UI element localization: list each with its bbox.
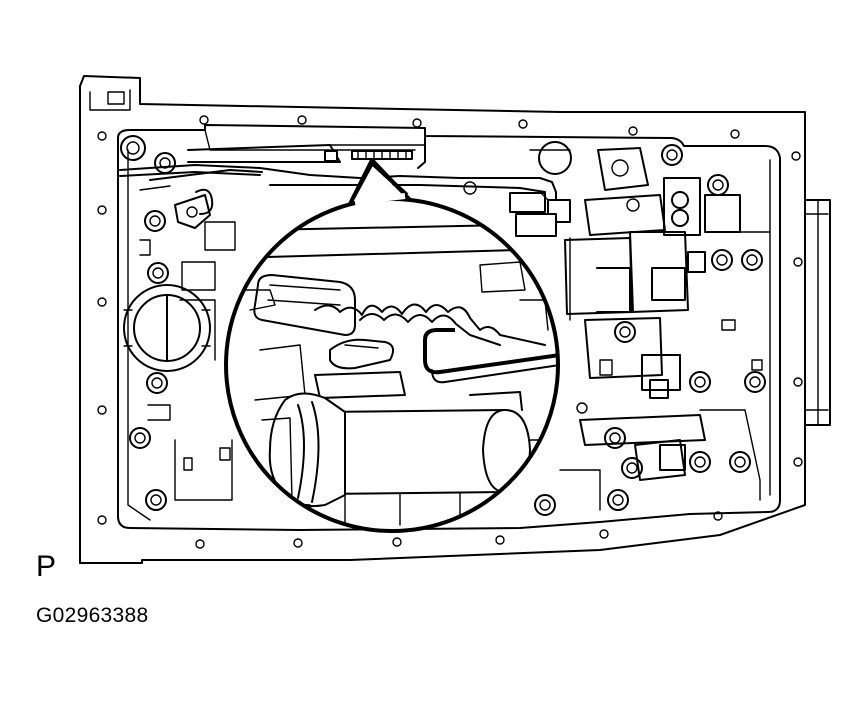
- transmission-case: [79, 75, 831, 564]
- case-bolt-holes: [97, 115, 803, 549]
- right-components: [529, 141, 771, 516]
- detail-callout: [224, 158, 560, 533]
- wire-harness: [119, 135, 571, 237]
- valve-body-plate: [117, 124, 781, 531]
- view-label: P: [36, 550, 57, 583]
- figure-code: G02963388: [36, 604, 149, 627]
- magnified-detail: [229, 224, 558, 531]
- left-components: [120, 135, 263, 511]
